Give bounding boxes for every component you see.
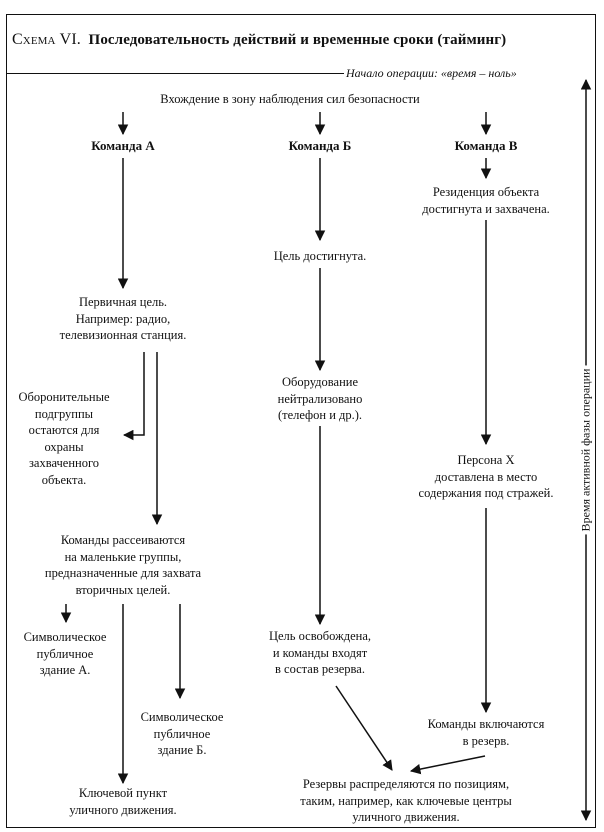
- c-residence-captured: Резиденция объекта достигнута и захвачен…: [422, 185, 550, 216]
- diagram-frame: [6, 14, 596, 828]
- title-text: Последовательность действий и временные …: [88, 32, 507, 48]
- team-c-label: Команда В: [454, 138, 518, 153]
- c-person-detained: Персона Х доставлена в место содержания …: [418, 453, 554, 500]
- b-target-freed: Цель освобождена, и команды входят в сос…: [268, 629, 372, 676]
- c-teams-to-reserve: Команды включаются в резерв.: [427, 717, 545, 748]
- time-axis-label: Время активной фазы операции: [578, 365, 594, 535]
- arrow-a-defense: [122, 352, 145, 441]
- arrow-b-reserves: [335, 685, 393, 771]
- start-label: Начало операции: «время – ноль»: [346, 66, 517, 80]
- diagram-title: Схема VI. Последовательность действий и …: [12, 31, 592, 49]
- a-symbol-building-a: Символическое публичное здание А.: [23, 630, 107, 677]
- b-target-reached: Цель достигнута.: [273, 249, 367, 263]
- a-symbol-building-b: Символическое публичное здание Б.: [140, 710, 224, 757]
- a-primary-target: Первичная цель. Например: радио, телевиз…: [59, 295, 187, 342]
- title-prefix: Схема VI.: [12, 31, 81, 48]
- entry-label: Вхождение в зону наблюдения сил безопасн…: [160, 92, 420, 106]
- a-defense-subgroups: Оборонительные подгруппы остаются для ох…: [18, 390, 110, 487]
- a-traffic-point: Ключевой пункт уличного движения.: [69, 786, 177, 817]
- b-equipment-neutralized: Оборудование нейтрализовано (телефон и д…: [277, 375, 363, 422]
- arrow-c-reserves: [409, 755, 486, 775]
- reserves-distribution: Резервы распределяются по позициям, таки…: [300, 777, 512, 824]
- title-divider: [6, 73, 344, 74]
- team-a-label: Команда А: [91, 138, 155, 153]
- team-b-label: Команда Б: [288, 138, 352, 153]
- a-scatter-groups: Команды рассеиваются на маленькие группы…: [44, 533, 202, 597]
